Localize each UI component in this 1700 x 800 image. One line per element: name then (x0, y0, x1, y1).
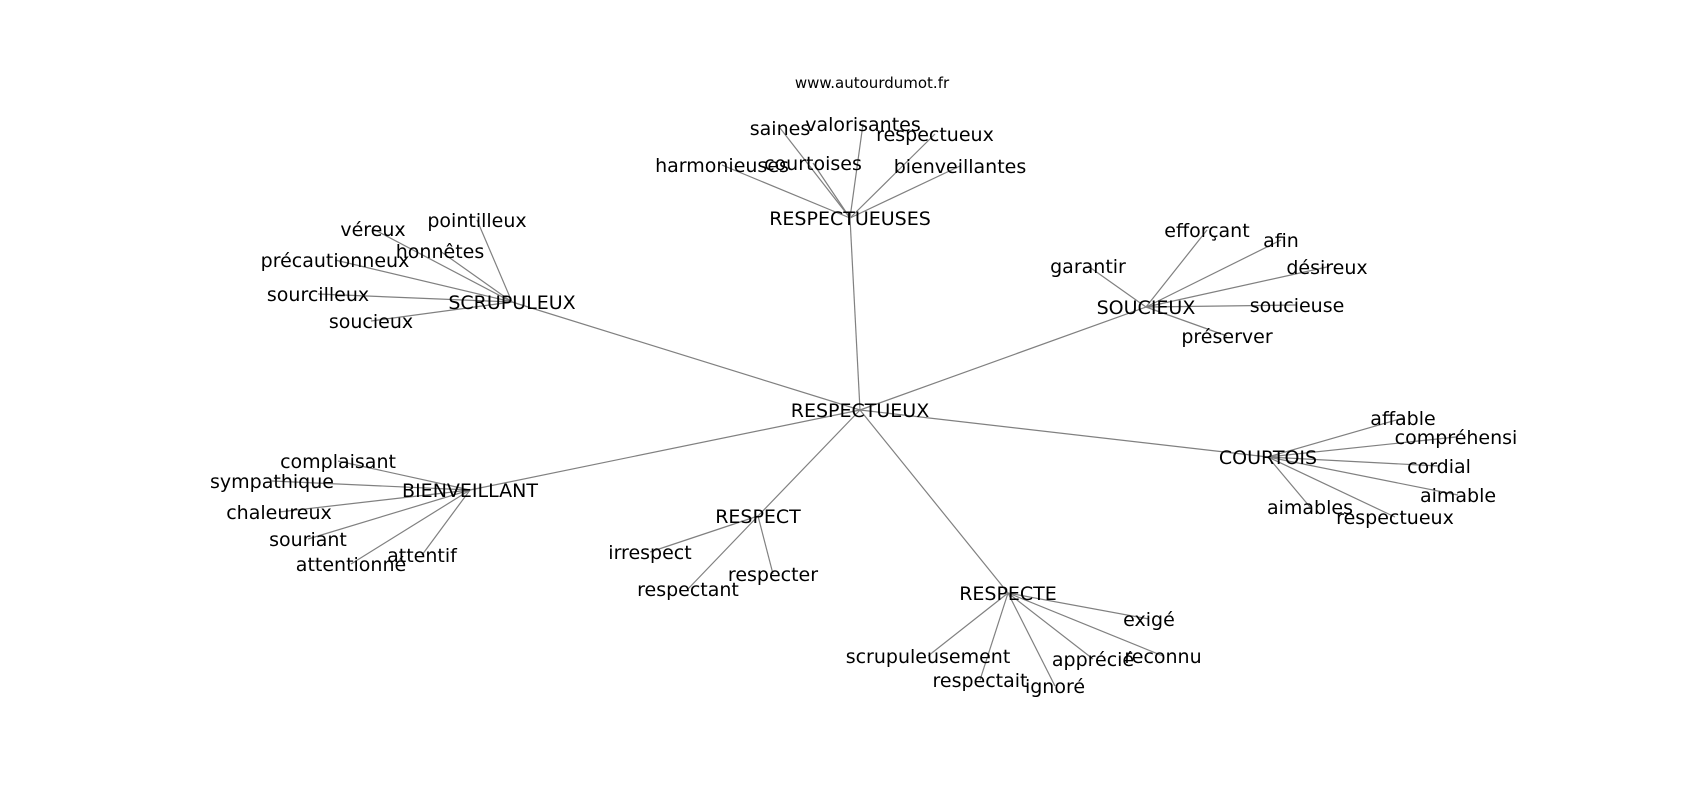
leaf-node: sourcilleux (267, 284, 369, 306)
leaf-node: ignoré (1025, 676, 1085, 698)
edge-hub-leaf (317, 293, 513, 303)
leaf-node: respectait (933, 670, 1028, 692)
hub-node: BIENVEILLANT (402, 480, 538, 502)
edge-hub-leaf (337, 460, 471, 491)
edge-hub-leaf (1267, 456, 1311, 508)
leaf-node: exigé (1123, 609, 1175, 631)
leaf-node: aimable (1420, 485, 1496, 507)
leaf-node: valorisantes (805, 114, 921, 136)
leaf-node: désireux (1286, 257, 1367, 279)
leaf-node: courtoises (764, 153, 862, 175)
edge-hub-leaf (439, 250, 513, 303)
edge-hub-leaf (370, 301, 513, 322)
leaf-node: garantir (1050, 256, 1126, 278)
leaf-node: respectueux (876, 124, 994, 146)
edge-hub-leaf (1007, 592, 1150, 620)
leaf-node: cordial (1407, 456, 1471, 478)
leaf-node: compréhensi (1395, 427, 1518, 449)
edge-hub-leaf (271, 480, 471, 491)
edge-hub-leaf (1007, 592, 1164, 657)
leaf-node: sympathique (210, 471, 334, 493)
edge-hub-leaf (1145, 229, 1208, 308)
graph-edges (271, 123, 1459, 687)
leaf-node: respecter (728, 564, 818, 586)
edge-hub-leaf (687, 515, 759, 590)
edge-hub-leaf (372, 228, 513, 303)
edge-hub-leaf (849, 123, 864, 219)
edge-hub-leaf (979, 592, 1009, 681)
edge-hub-leaf (849, 133, 936, 219)
edge-hub-leaf (278, 489, 471, 513)
hub-node: COURTOIS (1219, 447, 1317, 469)
leaf-node: bienveillantes (894, 156, 1027, 178)
edge-hub-leaf (307, 489, 471, 540)
edge-root-hub (511, 301, 861, 411)
leaf-node: chaleureux (226, 502, 332, 524)
site-url: www.autourdumot.fr (795, 74, 950, 92)
edge-hub-leaf (334, 259, 513, 303)
leaf-node: irrespect (608, 542, 691, 564)
edge-root-hub (469, 409, 861, 491)
leaf-node: harmonieuses (655, 155, 789, 177)
leaf-node: apprécié (1052, 649, 1134, 671)
leaf-node: efforçant (1164, 220, 1249, 242)
leaf-node: préserver (1181, 326, 1272, 348)
leaf-node: scrupuleusement (846, 646, 1011, 668)
leaf-node: complaisant (280, 451, 396, 473)
leaf-node: attentif (387, 545, 458, 567)
leaf-node: véreux (340, 219, 405, 241)
edge-hub-leaf (421, 489, 471, 556)
edge-hub-leaf (812, 162, 851, 219)
edge-hub-leaf (927, 592, 1009, 657)
edge-hub-leaf (476, 219, 513, 303)
hub-node: RESPECTUEUSES (769, 208, 931, 230)
leaf-node: reconnu (1124, 646, 1201, 668)
leaf-node: afin (1263, 230, 1299, 252)
edge-hub-leaf (757, 515, 774, 575)
edge-root-hub (859, 409, 1009, 594)
leaf-node: souriant (269, 529, 347, 551)
edge-hub-leaf (1145, 306, 1228, 337)
edge-hub-leaf (779, 127, 851, 219)
edge-root-hub (859, 409, 1269, 458)
hub-node: SCRUPULEUX (448, 292, 575, 314)
edge-root-hub (849, 217, 861, 411)
edge-root-hub (757, 409, 861, 517)
leaf-node: précautionneux (261, 250, 410, 272)
leaf-node: respectant (637, 579, 739, 601)
edge-hub-leaf (1267, 417, 1404, 458)
edge-hub-leaf (849, 165, 961, 219)
edge-root-hub (859, 306, 1147, 411)
leaf-node: attentionné (296, 554, 406, 576)
hub-node: SOUCIEUX (1097, 297, 1196, 319)
edge-hub-leaf (1145, 239, 1282, 308)
leaf-node: soucieux (329, 311, 413, 333)
leaf-node: aimables (1267, 497, 1353, 519)
leaf-node: pointilleux (427, 210, 526, 232)
leaf-node: respectueux (1336, 507, 1454, 529)
graph-labels: RESPECTUEUX RESPECTUEUSES sainesvalorisant… (210, 114, 1517, 698)
leaf-node: soucieuse (1250, 295, 1345, 317)
edge-hub-leaf (350, 489, 471, 565)
edge-hub-leaf (1267, 436, 1457, 458)
leaf-node: affable (1370, 408, 1435, 430)
edge-hub-leaf (1267, 456, 1440, 467)
edge-hub-leaf (1267, 456, 1459, 496)
edge-hub-leaf (649, 515, 759, 553)
edge-hub-leaf (1007, 592, 1056, 687)
edge-hub-leaf (721, 164, 851, 219)
edge-hub-leaf (1007, 592, 1094, 660)
edge-hub-leaf (1267, 456, 1396, 518)
hub-node: RESPECT (715, 506, 801, 528)
leaf-node: honnêtes (396, 241, 484, 263)
edge-hub-leaf (1087, 265, 1147, 308)
root-node: RESPECTUEUX (791, 400, 929, 422)
edge-hub-leaf (1145, 304, 1298, 308)
hub-node: RESPECTE (959, 583, 1057, 605)
leaf-node: saines (750, 118, 810, 140)
edge-hub-leaf (1145, 266, 1328, 308)
